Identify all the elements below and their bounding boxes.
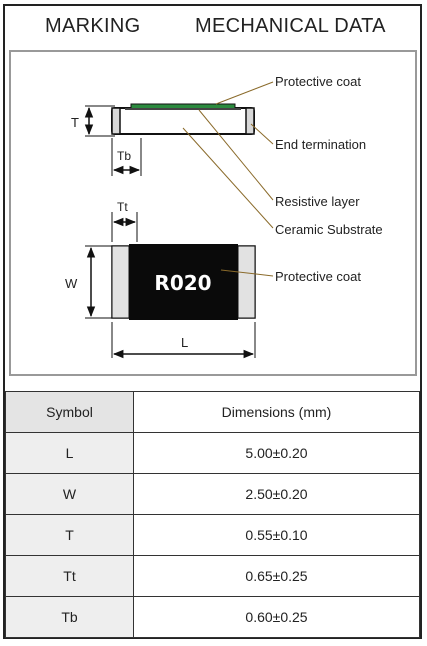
label-ceramic-substrate: Ceramic Substrate (275, 222, 383, 237)
dim-L-label: L (181, 335, 188, 350)
dim-W-label: W (65, 276, 78, 291)
dim-Tb: Tb (111, 138, 142, 176)
value-cell: 0.65±0.25 (133, 555, 420, 597)
dim-Tt: Tt (111, 200, 138, 242)
symbol-cell: L (5, 432, 134, 474)
dim-Tb-label: Tb (117, 149, 131, 163)
table-header-row: Symbol Dimensions (mm) (5, 391, 420, 433)
dim-L: L (111, 322, 256, 359)
mechanical-data-title: MECHANICAL DATA (195, 15, 386, 37)
end-termination-left (111, 107, 121, 135)
header: MARKING MECHANICAL DATA (5, 6, 420, 48)
ceramic-substrate-shape (111, 107, 255, 135)
table-row: Tt 0.65±0.25 (5, 555, 420, 597)
callouts: Protective coat End termination Resistiv… (275, 74, 383, 284)
dimensions-table: Symbol Dimensions (mm) L 5.00±0.20 W 2.5… (5, 391, 420, 638)
marking-code: R020 (154, 271, 211, 295)
value-cell: 5.00±0.20 (133, 432, 420, 474)
label-end-termination: End termination (275, 137, 366, 152)
terminal-right (237, 245, 256, 319)
table-row: Tb 0.60±0.25 (5, 596, 420, 638)
header-dimensions: Dimensions (mm) (133, 391, 420, 433)
value-cell: 0.60±0.25 (133, 596, 420, 638)
header-symbol: Symbol (5, 391, 134, 433)
value-cell: 2.50±0.20 (133, 473, 420, 515)
label-protective-coat-bottom: Protective coat (275, 269, 361, 284)
symbol-cell: T (5, 514, 134, 556)
dim-T: T (71, 105, 115, 137)
marking-area (129, 244, 238, 320)
table-row: W 2.50±0.20 (5, 473, 420, 515)
drawing-svg: T Tb Tt R020 (65, 74, 383, 359)
dim-Tt-label: Tt (117, 200, 128, 214)
top-view: R020 (111, 244, 256, 320)
table-row: T 0.55±0.10 (5, 514, 420, 556)
side-view (111, 103, 255, 135)
terminal-left (111, 245, 130, 319)
end-termination-right (245, 107, 255, 135)
label-protective-coat-top: Protective coat (275, 74, 361, 89)
symbol-cell: Tt (5, 555, 134, 597)
label-resistive-layer: Resistive layer (275, 194, 360, 209)
marking-title: MARKING (45, 15, 141, 37)
dim-T-label: T (71, 115, 79, 130)
resistive-layer-shape (125, 108, 241, 110)
symbol-cell: W (5, 473, 134, 515)
leader-lines (182, 81, 274, 277)
symbol-cell: Tb (5, 596, 134, 638)
mechanical-drawing: T Tb Tt R020 (9, 50, 417, 376)
table-row: L 5.00±0.20 (5, 432, 420, 474)
datasheet-panel: MARKING MECHANICAL DATA (3, 4, 422, 639)
dim-W: W (65, 245, 115, 319)
value-cell: 0.55±0.10 (133, 514, 420, 556)
